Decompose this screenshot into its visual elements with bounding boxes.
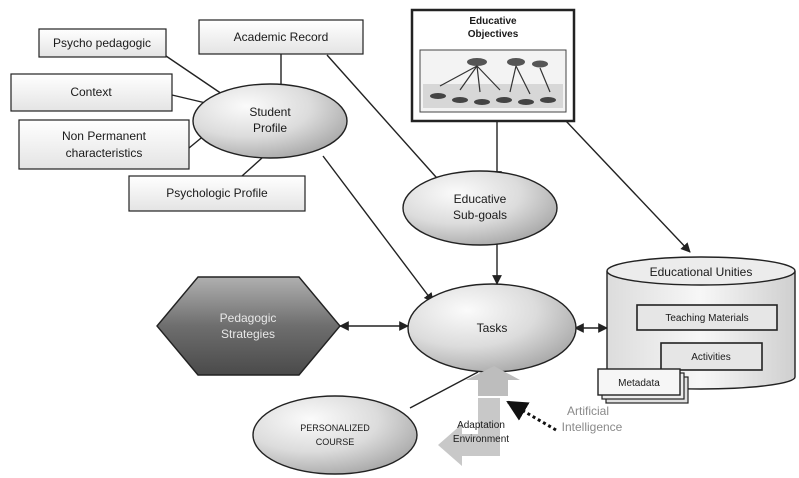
non-permanent-label-2: characteristics xyxy=(66,146,143,160)
student-profile-label-1: Student xyxy=(249,105,291,119)
arrow-profile-to-tasks xyxy=(322,155,434,303)
educative-objectives-label-2: Objectives xyxy=(468,29,519,40)
adaptation-arrow-left xyxy=(438,398,500,466)
personalized-course-label-2: COURSE xyxy=(316,437,355,447)
educative-subgoals-label-1: Educative xyxy=(454,192,507,206)
objectives-tree-illustration xyxy=(419,49,567,113)
artificial-intelligence-label-2: Intelligence xyxy=(562,420,623,434)
adaptation-environment-label-1: Adaptation xyxy=(457,420,505,431)
psycho-pedagogic-label: Psycho pedagogic xyxy=(53,36,151,50)
box-activities: Activities xyxy=(660,342,763,371)
activities-label: Activities xyxy=(691,352,730,363)
node-educative-subgoals: Educative Sub-goals xyxy=(402,170,558,246)
node-student-profile: Student Profile xyxy=(192,83,348,159)
educative-subgoals-label-2: Sub-goals xyxy=(453,208,507,222)
educational-unities-label: Educational Unities xyxy=(650,265,753,279)
node-pedagogic-strategies: Pedagogic Strategies xyxy=(156,276,341,376)
box-academic-record: Academic Record xyxy=(198,19,364,55)
node-tasks: Tasks xyxy=(407,283,577,373)
line-tasks-to-course xyxy=(409,371,479,409)
adaptation-arrow-up xyxy=(466,366,520,396)
adaptation-environment-label-2: Environment xyxy=(453,434,509,445)
node-metadata: Metadata xyxy=(597,368,689,404)
box-educative-objectives: Educative Objectives xyxy=(410,8,576,123)
box-context: Context xyxy=(10,73,173,112)
box-psycho-pedagogic: Psycho pedagogic xyxy=(38,28,167,58)
pedagogic-strategies-label-2: Strategies xyxy=(221,327,275,341)
node-personalized-course: PERSONALIZED COURSE xyxy=(252,395,418,475)
educative-objectives-label-1: Educative xyxy=(469,16,517,27)
artificial-intelligence: Artificial Intelligence xyxy=(506,400,623,434)
node-educational-unities: Educational Unities Teaching Materials A… xyxy=(606,256,796,390)
non-permanent-label-1: Non Permanent xyxy=(62,129,147,143)
metadata-label: Metadata xyxy=(618,378,660,389)
tasks-label: Tasks xyxy=(477,321,508,335)
box-teaching-materials: Teaching Materials xyxy=(636,304,778,331)
line-psychologic-to-profile xyxy=(241,157,263,177)
teaching-materials-label: Teaching Materials xyxy=(665,313,748,324)
personalized-course-label-1: PERSONALIZED xyxy=(300,423,370,433)
academic-record-label: Academic Record xyxy=(234,30,329,44)
connectors xyxy=(165,54,691,409)
box-psychologic-profile: Psychologic Profile xyxy=(128,175,306,212)
pedagogic-strategies-label-1: Pedagogic xyxy=(220,311,277,325)
line-psycho-to-profile xyxy=(165,55,223,95)
psychologic-profile-label: Psychologic Profile xyxy=(166,186,268,200)
arrow-academic-to-subgoals xyxy=(326,54,445,187)
box-non-permanent: Non Permanent characteristics xyxy=(18,119,190,170)
student-profile-label-2: Profile xyxy=(253,121,287,135)
context-label: Context xyxy=(70,85,112,99)
arrow-objectives-to-unities xyxy=(565,120,691,253)
adaptation-environment: Adaptation Environment xyxy=(438,366,520,466)
ai-dotted-arrow xyxy=(506,400,557,432)
artificial-intelligence-label-1: Artificial xyxy=(567,404,609,418)
